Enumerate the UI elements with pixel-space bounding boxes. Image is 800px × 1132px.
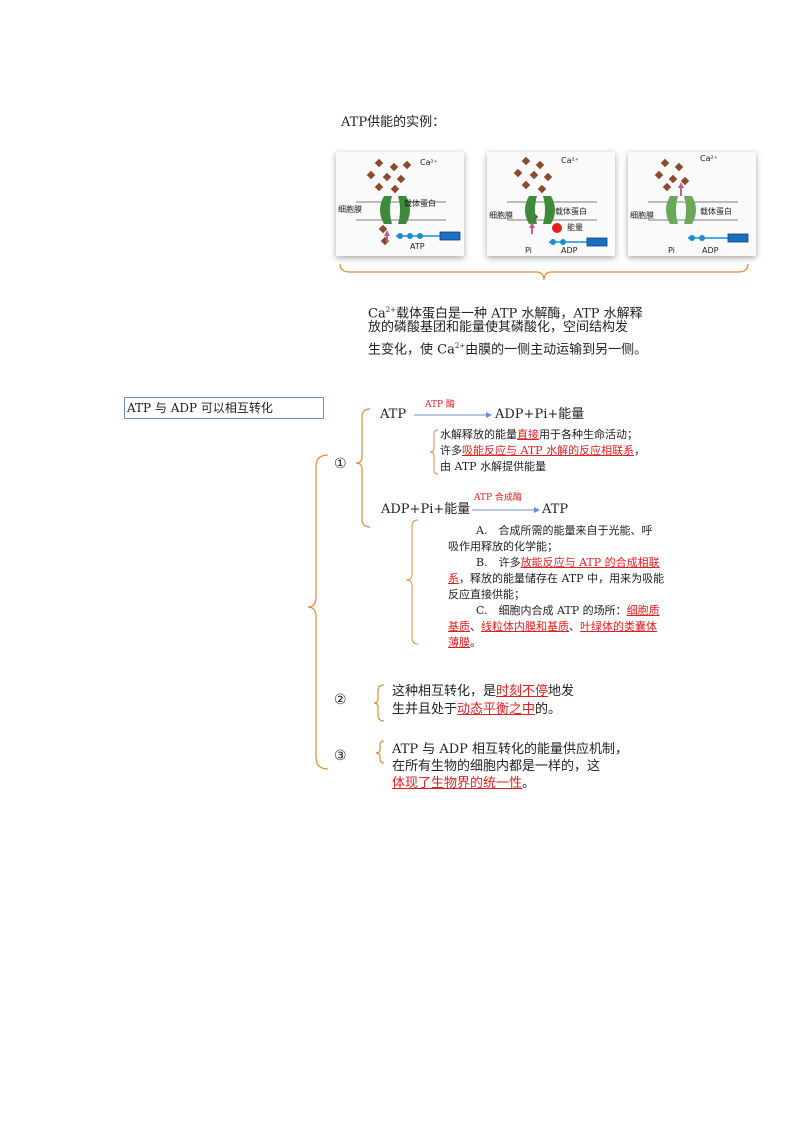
- synthesis-a-line-1: A. 合成所需的能量来自于光能、呼: [476, 524, 653, 537]
- point-2-line-1: 这种相互转化，是时刻不停地发: [392, 682, 574, 702]
- synthesis-c-line-3: 薄膜。: [448, 635, 481, 651]
- text: ，释放的能量储存在 ATP 中，用来为吸能: [459, 572, 665, 585]
- energy-burst-icon: [552, 223, 562, 233]
- synthesis-b-line-1: B. 许多放能反应与 ATP 的合成相联: [476, 555, 660, 571]
- adp-label: ADP: [702, 246, 719, 255]
- highlight: 直接: [517, 428, 539, 441]
- calcium-ions: [366, 158, 412, 246]
- energy-label: 能量: [567, 223, 583, 232]
- superscript: 2+: [454, 342, 466, 350]
- reaction2-arrow-icon: [472, 507, 540, 513]
- text: 地发: [548, 684, 575, 699]
- hydrolysis-line-2: 许多吸能反应与 ATP 水解的反应相联系，: [440, 443, 645, 459]
- point-3-line-1: ATP 与 ADP 相互转化的能量供应机制，: [392, 742, 629, 757]
- carrier-protein-left: [380, 196, 392, 224]
- synthesis-c-line-2: 基质、线粒体内膜和基质、叶绿体的类囊体: [448, 619, 657, 635]
- text: 、: [470, 620, 481, 633]
- highlight: 薄膜: [448, 636, 470, 649]
- point-2-line-2: 生并且处于动态平衡之中的。: [392, 700, 561, 720]
- text: 生并且处于: [392, 702, 458, 717]
- text: C. 细胞内合成 ATP 的场所：: [476, 604, 627, 617]
- diagram-panel-3: Ca²⁺ 细胞膜 载体蛋白 Pi ADP: [628, 152, 756, 256]
- caption-line-3: 生变化，使 Ca2+由膜的一侧主动运输到另一侧。: [368, 336, 647, 360]
- reaction1-left: ATP: [380, 407, 407, 422]
- highlight: 动态平衡之中: [457, 702, 536, 717]
- pi-label: Pi: [668, 246, 675, 255]
- text: 这种相互转化，是: [392, 684, 497, 699]
- synthesis-a-line-2: 吸作用释放的化学能；: [448, 540, 558, 553]
- panel-2-drawing: [507, 156, 608, 247]
- calcium-ions: [654, 158, 690, 192]
- membrane-label: 细胞膜: [630, 211, 654, 220]
- reaction1-arrow-icon: [414, 412, 492, 418]
- ion-label: Ca²⁺: [420, 158, 438, 167]
- text: 水解释放的能量: [440, 428, 517, 441]
- point-3-line-2: 在所有生物的细胞内都是一样的，这: [392, 759, 601, 774]
- panel-1-drawing: [356, 158, 461, 246]
- text: 。: [470, 636, 481, 649]
- text: 用于各种生命活动；: [539, 428, 638, 441]
- caption-text: Ca: [368, 306, 386, 322]
- highlight: 放能反应与 ATP 的合成相联: [520, 556, 660, 569]
- hydrolysis-line-3: 由 ATP 水解提供能量: [440, 460, 547, 473]
- up-arrow-icon: [384, 230, 390, 236]
- text: 。: [522, 776, 536, 791]
- atp-label: ATP: [410, 242, 425, 251]
- caption-text: 生变化，使 Ca: [368, 342, 455, 358]
- text: 的。: [535, 702, 562, 717]
- membrane-label: 细胞膜: [489, 211, 513, 220]
- panels-brace: [339, 263, 749, 281]
- synthesis-brace: [405, 519, 419, 645]
- text: 、: [569, 620, 580, 633]
- carrier-label: 载体蛋白: [555, 207, 587, 216]
- up-arrow-icon: [678, 182, 684, 188]
- caption-text: 由膜的一侧主动运输到另一侧。: [465, 342, 648, 358]
- pi-label: Pi: [525, 246, 532, 255]
- highlight: 线粒体内膜和基质: [481, 620, 569, 633]
- carrier-protein-right: [398, 196, 410, 224]
- highlight: 体现了生物界的统一性: [392, 776, 523, 791]
- caption-line-1: Ca2+载体蛋白是一种 ATP 水解酶，ATP 水解释: [368, 300, 643, 324]
- carrier-label: 载体蛋白: [700, 207, 732, 216]
- hydrolysis-brace: [429, 429, 439, 475]
- reaction2-right: ATP: [542, 502, 569, 517]
- text: 许多: [440, 444, 462, 457]
- diagram-panel-1: Ca²⁺ 细胞膜 载体蛋白 ATP: [336, 152, 464, 256]
- synthesis-b-line-2: 系，释放的能量储存在 ATP 中，用来为吸能: [448, 571, 664, 587]
- outline-braces: [307, 408, 385, 770]
- carrier-label: 载体蛋白: [404, 199, 436, 208]
- highlight: 基质: [448, 620, 470, 633]
- reaction2-left: ADP+Pi+能量: [381, 502, 471, 517]
- text: B. 许多: [476, 556, 521, 569]
- reaction2-enzyme: ATP 合成酶: [474, 493, 522, 503]
- highlight: 系: [448, 572, 459, 585]
- diagram-panel-2: Ca²⁺ 细胞膜 载体蛋白 能量 Pi ADP: [487, 152, 615, 256]
- point-1-marker: ①: [334, 456, 347, 472]
- section-title: ATP 与 ADP 可以相互转化: [124, 397, 324, 419]
- superscript: 2+: [385, 306, 397, 314]
- example-heading: ATP供能的实例：: [341, 115, 446, 130]
- adp-label: ADP: [561, 246, 578, 255]
- panel-3-drawing: [648, 158, 749, 243]
- text: ，: [634, 444, 646, 457]
- reaction1-right: ADP+Pi+能量: [495, 407, 585, 422]
- highlight: 叶绿体的类囊体: [580, 620, 657, 633]
- ion-label: Ca²⁺: [561, 156, 579, 165]
- highlight: 时刻不停: [496, 684, 549, 699]
- synthesis-b-line-3: 反应直接供能；: [448, 588, 525, 601]
- highlight: 吸能反应与 ATP 水解的反应相联系: [462, 444, 635, 457]
- caption-line-2: 放的磷酸基团和能量使其磷酸化，空间结构发: [368, 320, 629, 335]
- point-3-line-3: 体现了生物界的统一性。: [392, 774, 535, 794]
- point-2-marker: ②: [334, 692, 347, 708]
- reaction1-enzyme: ATP 酶: [425, 400, 455, 410]
- up-arrow-icon: [529, 222, 535, 228]
- point-3-marker: ③: [334, 748, 347, 764]
- caption-text: 载体蛋白是一种 ATP 水解酶，ATP 水解释: [396, 306, 643, 322]
- synthesis-c-line-1: C. 细胞内合成 ATP 的场所：细胞质: [476, 603, 660, 619]
- membrane-label: 细胞膜: [338, 205, 362, 214]
- hydrolysis-line-1: 水解释放的能量直接用于各种生命活动；: [440, 427, 638, 443]
- ion-label: Ca²⁺: [700, 154, 718, 163]
- highlight: 细胞质: [626, 604, 660, 617]
